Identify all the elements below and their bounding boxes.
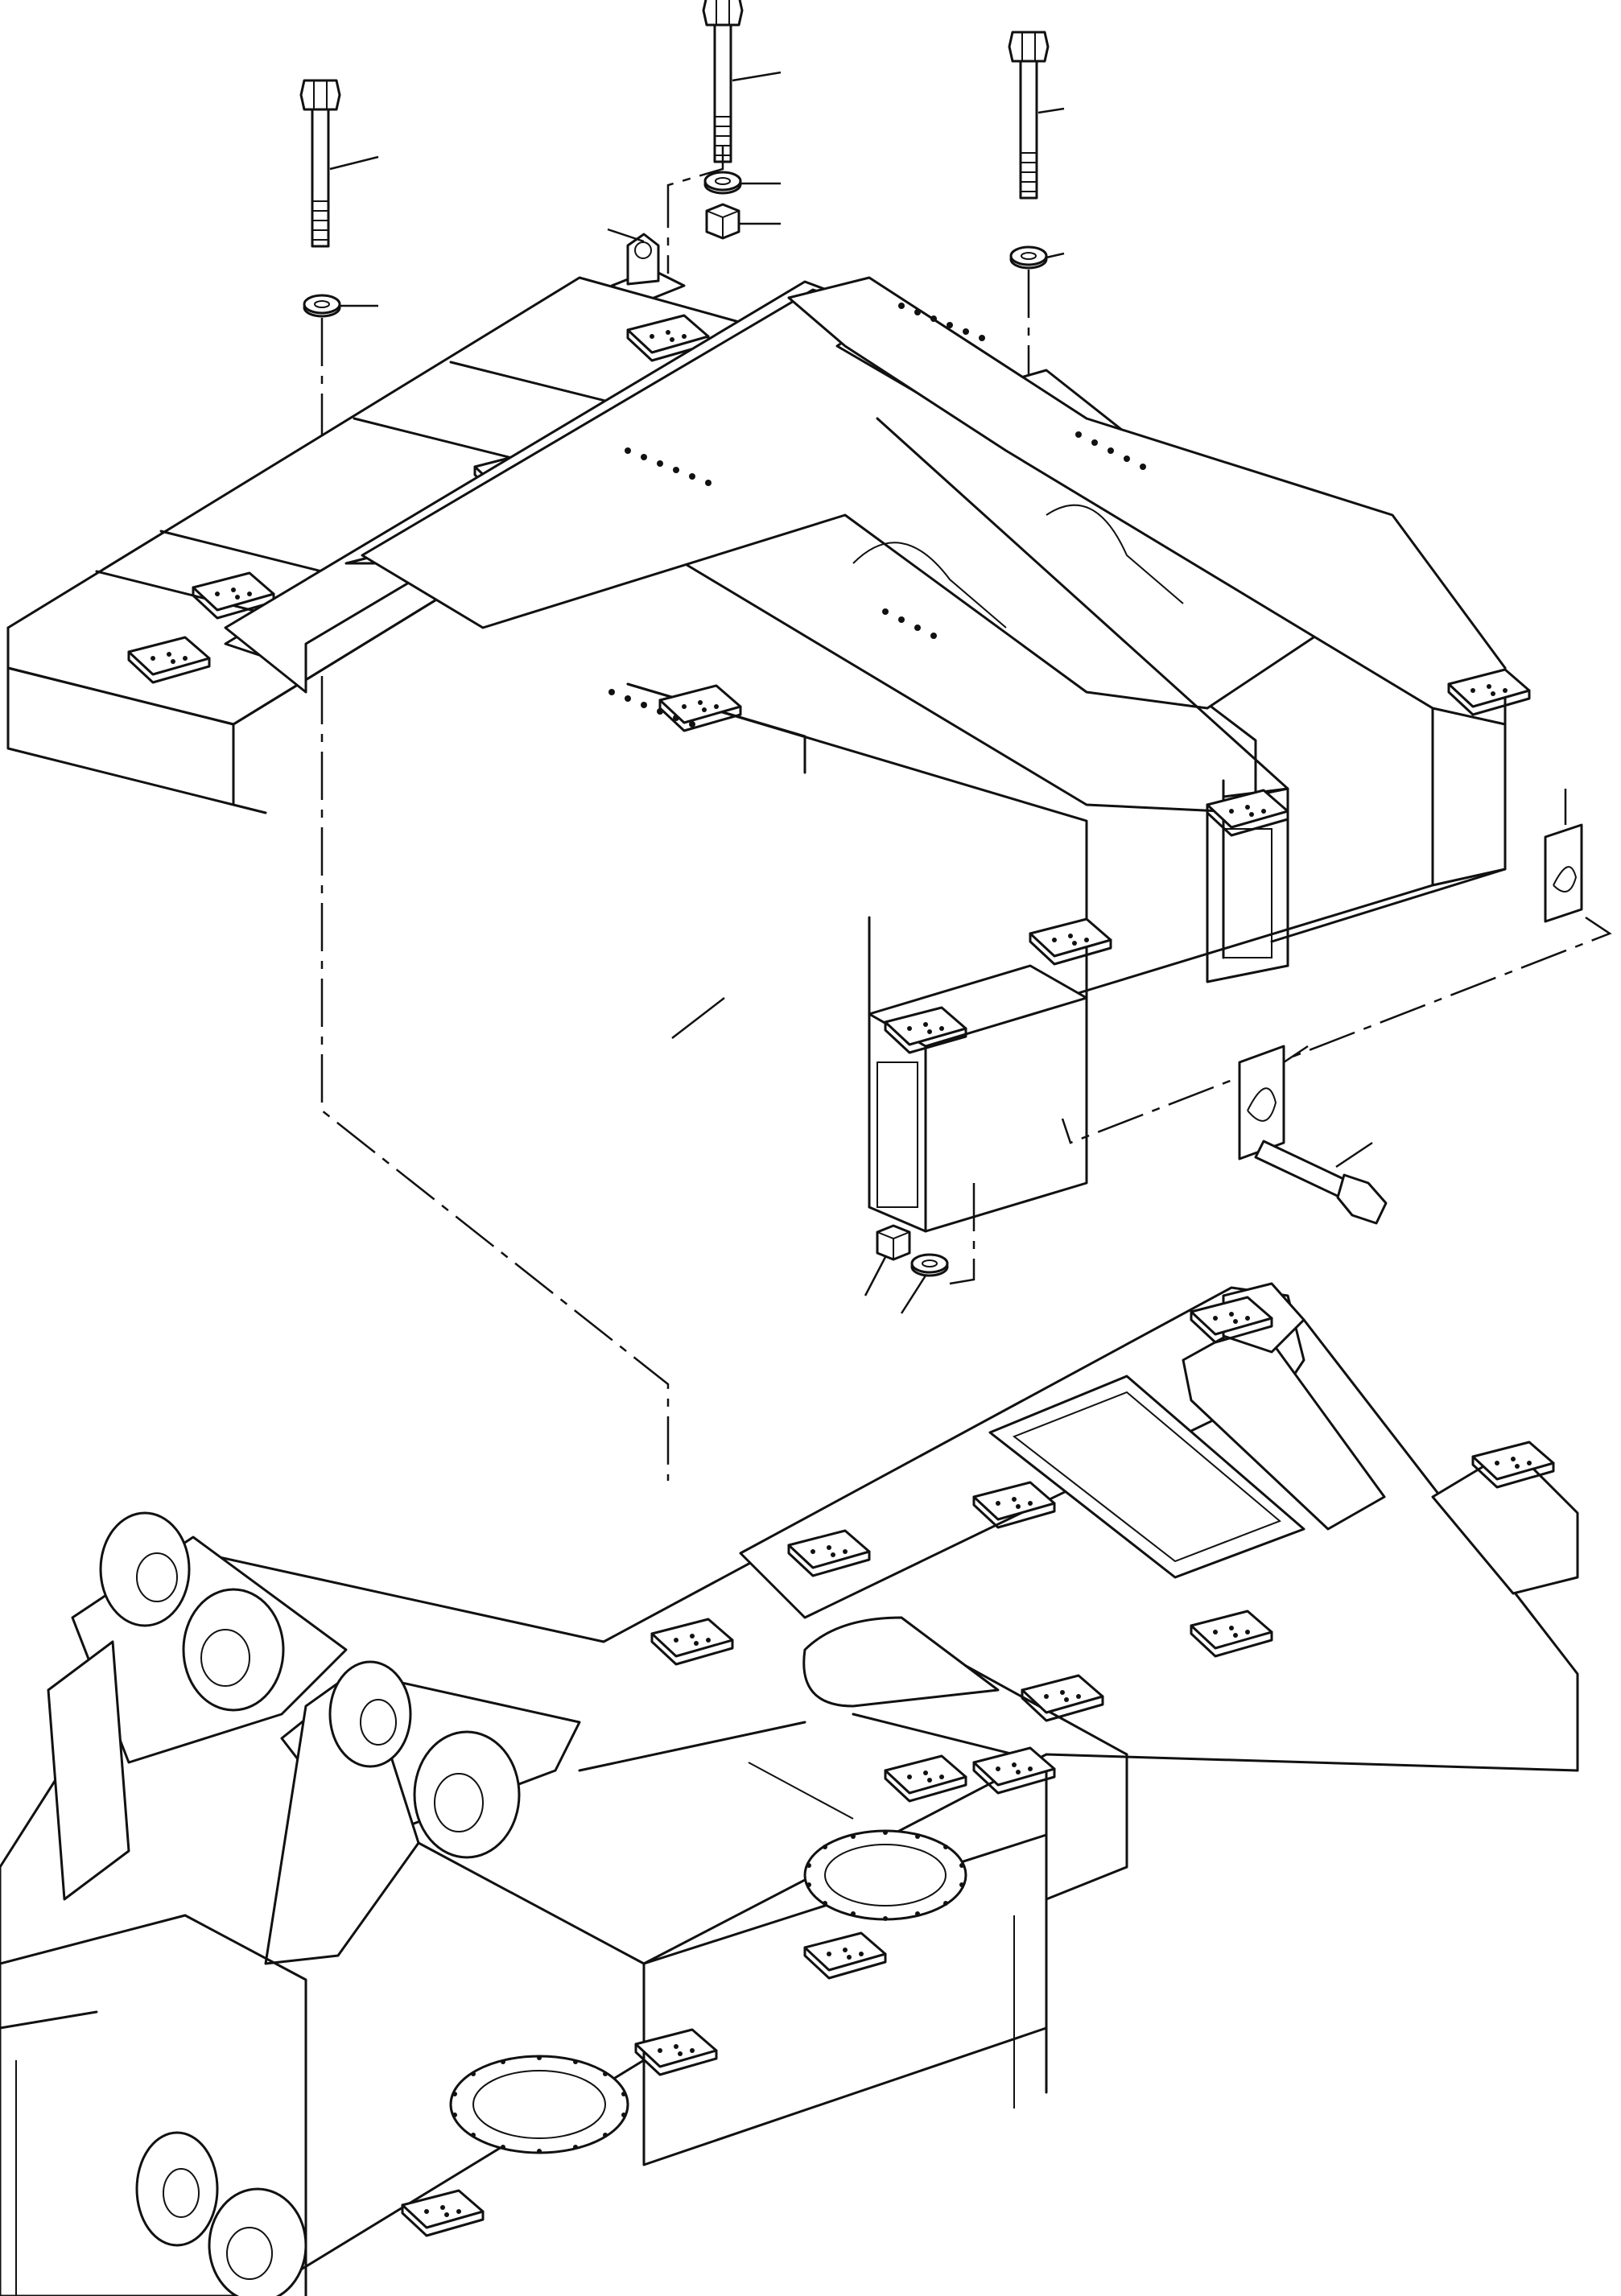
bolt-center	[702, 0, 782, 163]
bracket-top	[607, 228, 686, 303]
subframe	[6, 276, 1531, 1233]
nut-center	[705, 203, 781, 240]
washer-center	[703, 171, 781, 195]
washer-left	[303, 294, 378, 318]
nut-bottom	[864, 1224, 911, 1296]
washer-bottom	[900, 1253, 949, 1314]
bolt-left	[299, 79, 379, 248]
bolt-side	[1254, 1140, 1388, 1225]
bracket-side-upper	[1544, 789, 1583, 923]
bracket-side-lower	[1238, 1045, 1309, 1160]
bolt-right	[1008, 31, 1065, 200]
main-frame	[0, 1282, 1579, 2296]
washer-right	[1009, 245, 1065, 270]
